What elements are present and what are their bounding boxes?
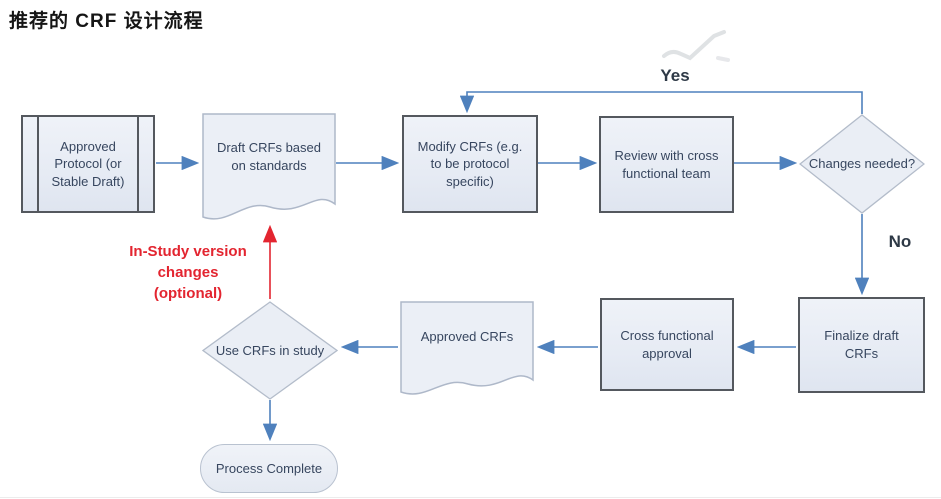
node-cross-approval: Cross functional approval xyxy=(600,298,734,391)
instudy-annotation-line3: (optional) xyxy=(153,285,223,302)
node-label: Approved Protocol (or Stable Draft) xyxy=(51,138,125,189)
instudy-annotation-line2: changes xyxy=(157,264,219,281)
node-modify-crfs: Modify CRFs (e.g. to be protocol specifi… xyxy=(402,115,538,213)
node-label: Changes needed? xyxy=(808,156,916,172)
node-label: Cross functional approval xyxy=(620,327,714,361)
node-review-team: Review with cross functional team xyxy=(599,116,734,213)
edge-label-yes: Yes xyxy=(660,66,690,85)
node-label: Modify CRFs (e.g. to be protocol specifi… xyxy=(417,138,523,189)
instudy-annotation: In-Study version changes (optional) xyxy=(106,241,270,304)
watermark-check-icon xyxy=(662,30,730,62)
node-label: Use CRFs in study xyxy=(215,342,325,358)
node-approved-protocol: Approved Protocol (or Stable Draft) xyxy=(21,115,155,213)
node-approved-crfs: Approved CRFs xyxy=(400,301,534,398)
node-label: Review with cross functional team xyxy=(614,147,719,181)
predefined-side-bar-right xyxy=(137,117,139,211)
edge-yes-loop xyxy=(459,91,863,114)
node-label: Draft CRFs based on standards xyxy=(216,140,322,173)
node-label: Finalize draft CRFs xyxy=(824,328,899,361)
edge-label-no: No xyxy=(888,232,912,251)
node-changes-needed: Changes needed? xyxy=(799,114,925,214)
node-finalize-crfs: Finalize draft CRFs xyxy=(798,297,925,393)
node-process-complete: Process Complete xyxy=(200,444,338,493)
page-title: 推荐的 CRF 设计流程 xyxy=(9,11,204,32)
instudy-annotation-line1: In-Study version xyxy=(129,243,247,260)
document-shape xyxy=(202,113,336,220)
predefined-side-bar-left xyxy=(37,117,39,211)
decision-diamond-shape xyxy=(202,301,338,400)
document-shape xyxy=(400,301,534,395)
decision-diamond-shape xyxy=(799,114,925,214)
node-label: Approved CRFs xyxy=(420,329,514,345)
node-label: Process Complete xyxy=(215,460,323,476)
node-draft-crfs: Draft CRFs based on standards xyxy=(202,113,336,223)
node-use-crfs: Use CRFs in study xyxy=(202,301,338,400)
